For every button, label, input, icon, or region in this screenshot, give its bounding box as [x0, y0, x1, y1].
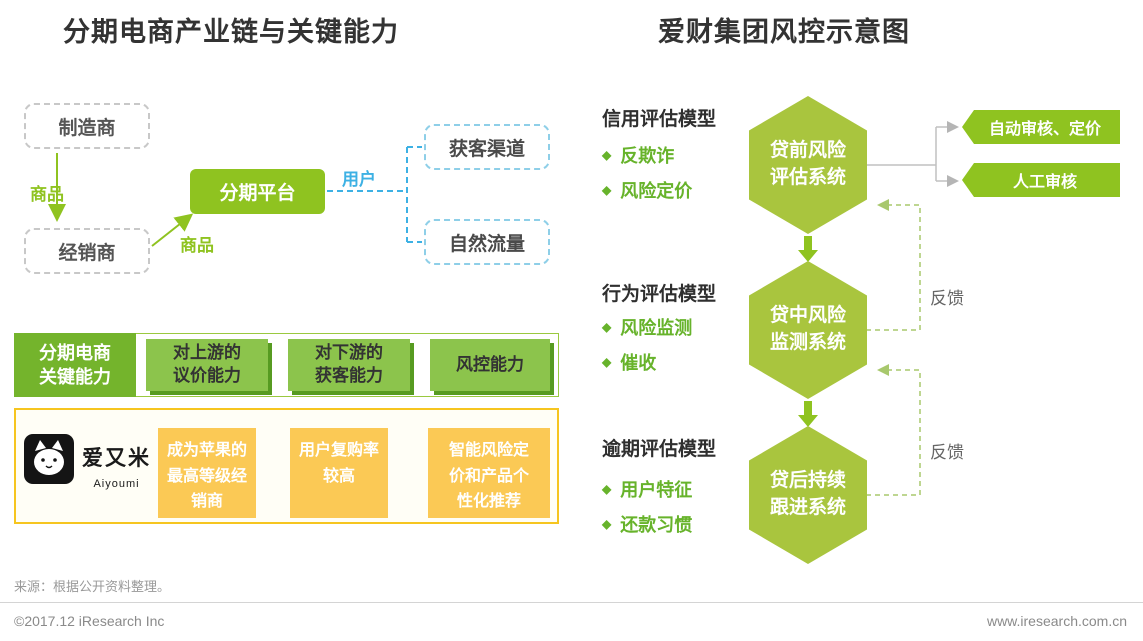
- platform-box: 分期平台: [190, 169, 325, 214]
- diamond-icon: ◆: [602, 482, 612, 496]
- aiyoumi-name: 爱又米: [82, 447, 151, 470]
- dealer-box: 经销商: [24, 228, 150, 274]
- point-text: 风险定价: [620, 181, 693, 201]
- review-connector-lines: [867, 121, 959, 187]
- feedback-loop-1: [866, 199, 921, 331]
- hex-arrow-down-1: [798, 236, 818, 262]
- diamond-icon: ◆: [602, 183, 612, 197]
- user-label: 用户: [342, 170, 376, 189]
- feedback-loop-2: [866, 364, 921, 496]
- feedback-label-2: 反馈: [930, 443, 964, 462]
- hex-arrow-down-2: [798, 401, 818, 427]
- acquisition-channel-box: 获客渠道: [424, 124, 550, 170]
- footer-divider: [0, 602, 1143, 603]
- model-credit-label: 信用评估模型: [602, 109, 717, 130]
- model-credit-point-2: ◆ 风险定价: [602, 177, 692, 203]
- feedback-label-1: 反馈: [930, 289, 964, 308]
- model-overdue-label: 逾期评估模型: [602, 439, 717, 460]
- right-title: 爱财集团风控示意图: [658, 17, 910, 47]
- organic-traffic-box: 自然流量: [424, 219, 550, 265]
- diamond-icon: ◆: [602, 517, 612, 531]
- point-text: 还款习惯: [620, 515, 693, 535]
- aiyoumi-point-3: 智能风险定 价和产品个 性化推荐: [428, 428, 550, 518]
- aiyoumi-point-1: 成为苹果的 最高等级经 销商: [158, 428, 256, 518]
- model-behavior-point-2: ◆ 催收: [602, 349, 656, 375]
- manual-review-tag: 人工审核: [962, 163, 1120, 197]
- capabilities-header: 分期电商 关键能力: [14, 333, 136, 397]
- left-title: 分期电商产业链与关键能力: [63, 17, 399, 47]
- capability-downstream: 对下游的 获客能力: [288, 339, 410, 391]
- source-note: 来源：根据公开资料整理。: [14, 579, 171, 594]
- point-text: 反欺诈: [620, 146, 675, 166]
- model-credit-point-1: ◆ 反欺诈: [602, 142, 674, 168]
- post-loan-system-hex: 贷后持续 跟进系统: [749, 426, 867, 564]
- diamond-icon: ◆: [602, 148, 612, 162]
- pre-loan-system-hex: 贷前风险 评估系统: [749, 96, 867, 234]
- manufacturer-box: 制造商: [24, 103, 150, 149]
- model-overdue-point-1: ◆ 用户特征: [602, 476, 692, 502]
- capability-risk: 风控能力: [430, 339, 550, 391]
- goods-label-top: 商品: [30, 185, 64, 204]
- capability-upstream: 对上游的 议价能力: [146, 339, 268, 391]
- model-behavior-label: 行为评估模型: [602, 284, 717, 305]
- copyright-text: ©2017.12 iResearch Inc: [14, 613, 165, 629]
- diamond-icon: ◆: [602, 355, 612, 369]
- model-overdue-point-2: ◆ 还款习惯: [602, 511, 692, 537]
- aiyoumi-point-2: 用户复购率 较高: [290, 428, 388, 518]
- auto-review-tag: 自动审核、定价: [962, 110, 1120, 144]
- point-text: 用户特征: [620, 480, 693, 500]
- goods-label-bottom: 商品: [180, 236, 214, 255]
- aiyoumi-latin: Aiyoumi: [93, 478, 140, 490]
- user-flow-dashed-lines: [327, 146, 422, 243]
- diamond-icon: ◆: [602, 320, 612, 334]
- website-url: www.iresearch.com.cn: [986, 613, 1127, 629]
- in-loan-system-hex: 贷中风险 监测系统: [749, 261, 867, 399]
- point-text: 风险监测: [620, 318, 693, 338]
- model-behavior-point-1: ◆ 风险监测: [602, 314, 692, 340]
- aiyoumi-logo: [24, 434, 74, 484]
- point-text: 催收: [620, 353, 657, 373]
- aiyoumi-brand: 爱又米 Aiyoumi: [24, 434, 151, 490]
